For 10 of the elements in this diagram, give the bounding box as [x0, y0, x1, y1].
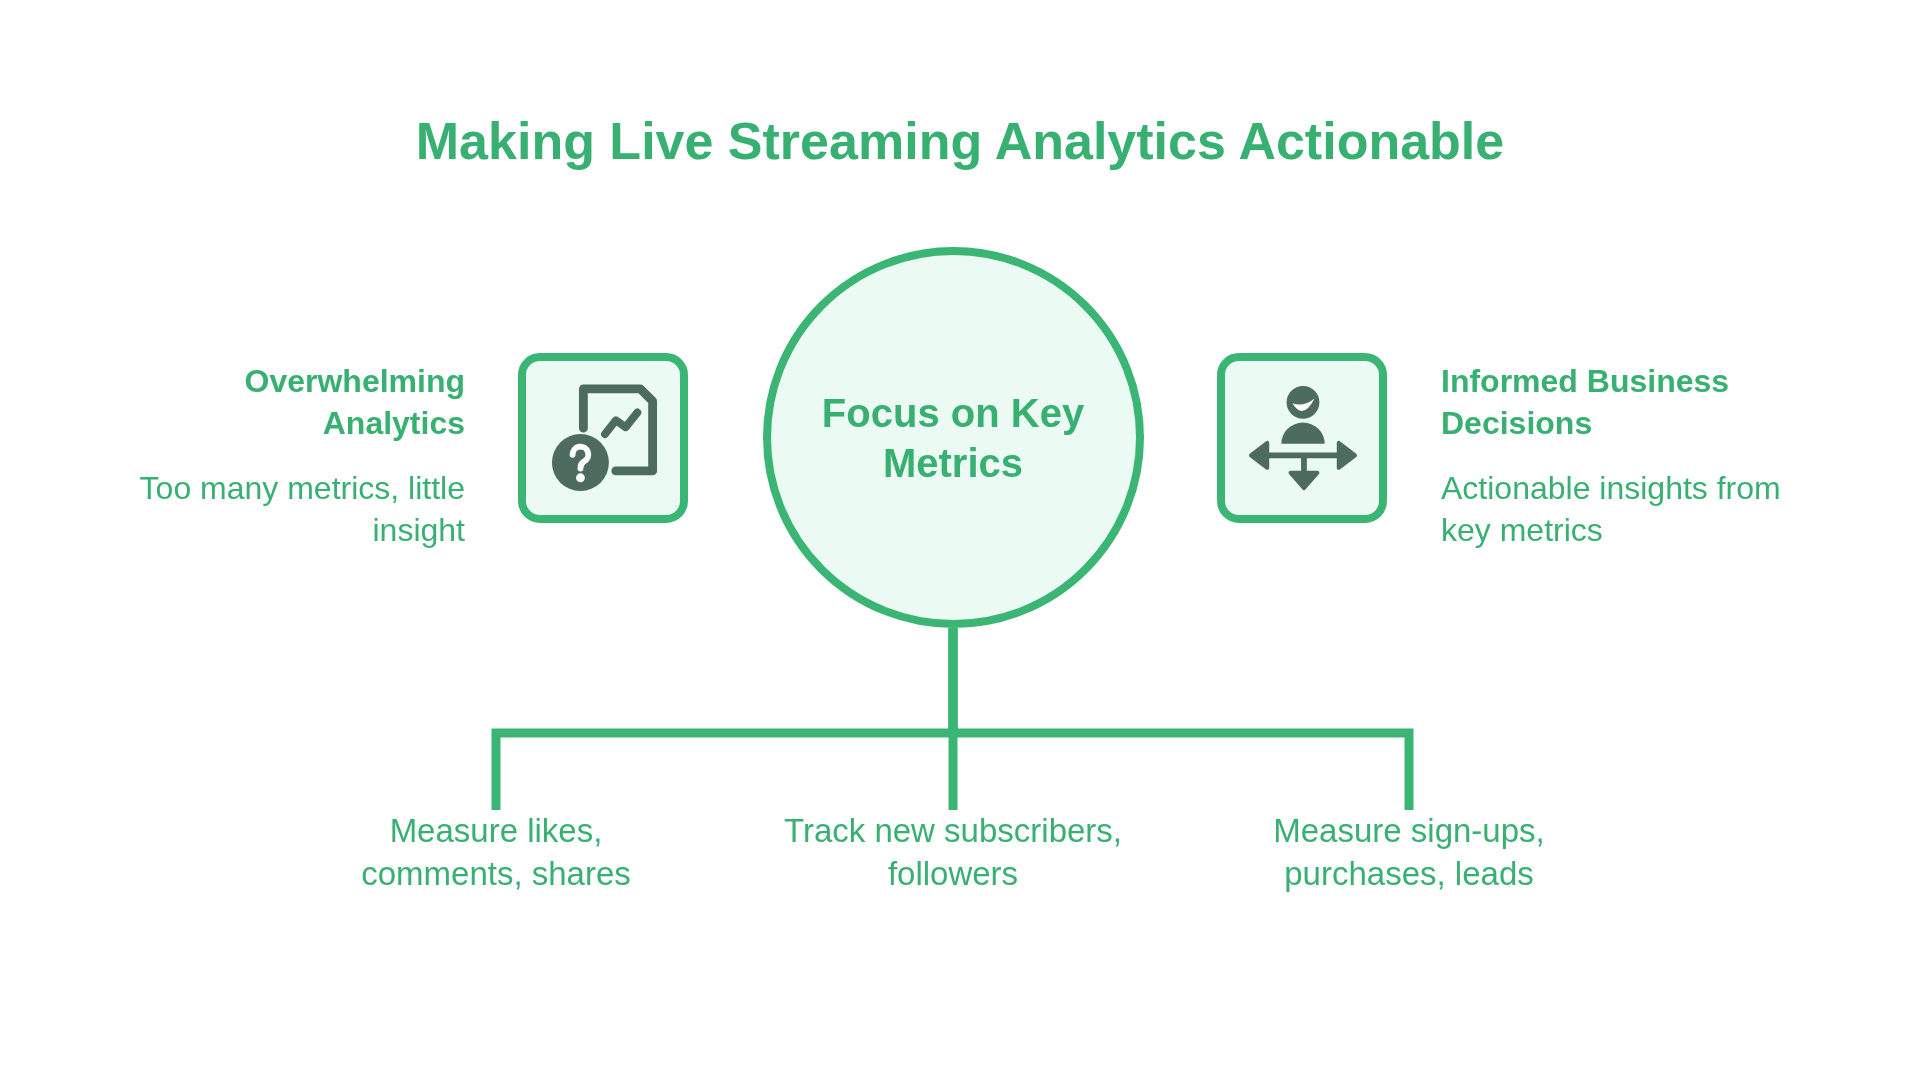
connector-line [948, 628, 1414, 810]
metric-text: Track new subscribers, followers [773, 810, 1133, 896]
metric-text: Measure sign-ups, purchases, leads [1229, 810, 1589, 896]
title: Making Live Streaming Analytics Actionable [415, 111, 1505, 172]
heading: Overwhelming Analytics [243, 362, 465, 443]
metric-text: Measure likes, comments, shares [316, 810, 676, 896]
description: Too many metrics, little insight [138, 469, 465, 550]
circle-label: Focus on Key Metrics [820, 389, 1086, 487]
description: Actionable insights from key metrics [1441, 469, 1782, 550]
heading: Informed Business Decisions [1441, 362, 1731, 443]
